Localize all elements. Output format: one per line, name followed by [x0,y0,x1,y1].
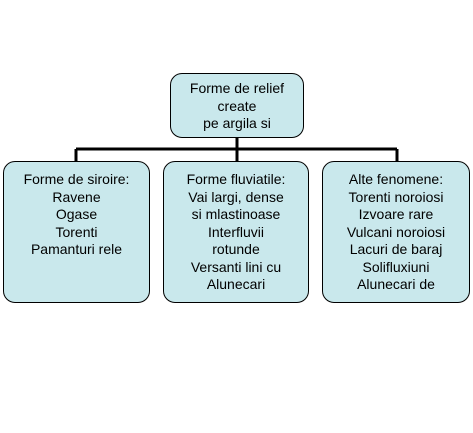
child-node-siroire: Forme de siroire: Ravene Ogase Torenti P… [3,161,150,303]
root-node: Forme de relief create pe argila si [170,73,304,138]
child-item: Torenti [55,223,98,240]
root-line: create [217,97,257,114]
child-item: Ogase [55,206,98,222]
child-node-fluviatile: Forme fluviatile: Vai largi, dense si ml… [163,161,309,303]
child-item: Vulcani noroiosi [346,223,446,240]
child-heading: Forme fluviatile: [186,171,286,187]
child-item: Pamanturi rele [30,241,123,257]
child-item: Solifluxiuni [362,258,430,275]
child-item: Torenti noroiosi [348,188,444,205]
child-node-alte-fenomene: Alte fenomene: Torenti noroiosi Izvoare … [322,161,470,303]
root-line: Forme de relief [189,80,285,96]
child-item: Izvoare rare [358,206,434,222]
root-line: pe argila si [203,115,271,131]
child-item: si mlastinoase [191,206,281,222]
child-item: Lacuri de baraj [349,241,443,257]
child-heading: Forme de siroire: [23,171,130,187]
child-item: rotunde [212,241,260,257]
child-item: Vai largi, dense [188,188,284,205]
child-item: Interfluvii [207,223,265,240]
child-item: Alunecari de [357,276,435,292]
child-item: Versanti lini cu [190,258,282,275]
child-item: Alunecari [206,276,266,292]
child-item: Ravene [52,188,101,205]
child-heading: Alte fenomene: [348,171,444,187]
